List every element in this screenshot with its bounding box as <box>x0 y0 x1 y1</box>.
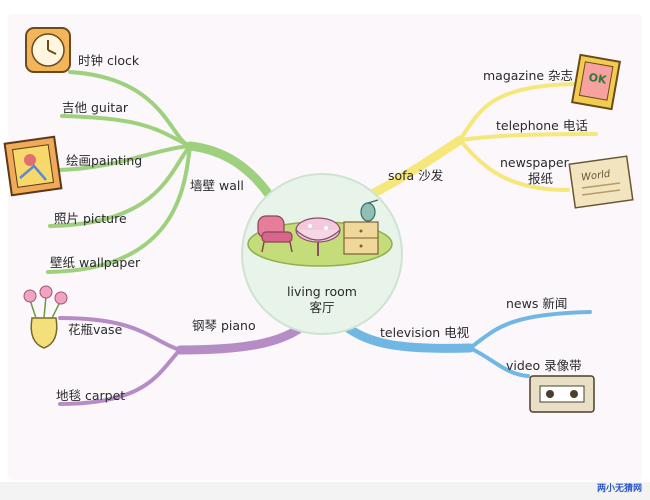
branch-television-label: television 电视 <box>380 325 470 340</box>
leaf-telephone-label: telephone 电话 <box>496 118 588 133</box>
leaf-vase-label: 花瓶vase <box>68 322 123 337</box>
newspaper-icon-text: World <box>581 169 612 184</box>
chair-icon <box>257 215 293 253</box>
cabinet-icon <box>343 199 379 255</box>
leaf-wallpaper-label: 壁纸 wallpaper <box>50 255 141 270</box>
clock-icon <box>25 27 71 73</box>
leaf-magazine-label: magazine 杂志 <box>483 68 574 83</box>
vase-icon <box>23 285 68 349</box>
branch-wall-label: 墙壁 wall <box>190 178 244 193</box>
leaf-picture-label: 照片 picture <box>54 211 127 226</box>
leaf-painting-label: 绘画painting <box>66 153 143 168</box>
branch-piano-label: 钢琴 piano <box>192 318 256 333</box>
table-icon <box>295 217 341 256</box>
living-room-node <box>241 173 403 335</box>
leaf-newspaper-label-zh: 报纸 <box>528 171 554 186</box>
leaf-newspaper-label-en: newspaper <box>500 155 569 170</box>
video-tape-icon <box>529 375 595 413</box>
sofa-branch <box>363 82 598 201</box>
leaf-news-label: news 新闻 <box>506 296 568 311</box>
watermark: 两小无猜网 <box>596 484 642 494</box>
painting-icon <box>3 135 63 197</box>
wall-branch <box>46 70 275 274</box>
branch-sofa-label: sofa 沙发 <box>388 168 444 183</box>
center-label-zh: 客厅 <box>309 299 335 315</box>
leaf-carpet-label: 地毯 carpet <box>56 388 126 403</box>
leaf-clock-label: 时钟 clock <box>78 53 140 68</box>
bottom-strip <box>0 482 650 500</box>
center-label-en: living room <box>287 284 357 299</box>
leaf-guitar-label: 吉他 guitar <box>62 100 129 115</box>
newspaper-icon: World <box>568 155 634 209</box>
magazine-icon-text: OK <box>588 71 608 87</box>
leaf-video-label: video 录像带 <box>506 358 582 373</box>
magazine-icon: OK <box>570 53 622 111</box>
center-label: living room 客厅 <box>276 284 368 315</box>
